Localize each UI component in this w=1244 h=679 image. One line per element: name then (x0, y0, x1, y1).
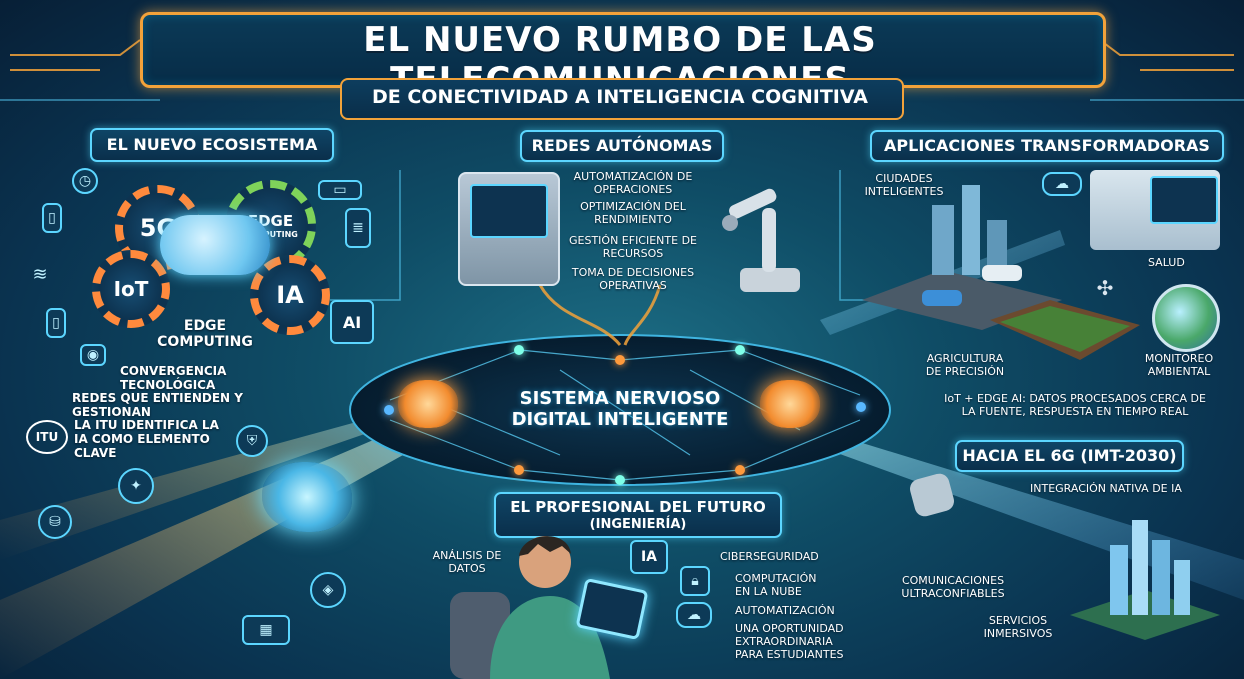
network-node (735, 465, 745, 475)
page-subtitle: DE CONECTIVIDAD A INTELIGENCIA COGNITIVA (372, 86, 868, 108)
professional-heading: EL PROFESIONAL DEL FUTURO (INGENIERÍA) (494, 492, 782, 538)
sixg-heading: HACIA EL 6G (IMT-2030) (955, 440, 1184, 472)
data-analysis-label: ANÁLISIS DE DATOS (432, 549, 502, 575)
skill-cloud: COMPUTACIÓN EN LA NUBE (735, 572, 817, 598)
agriculture-svg (990, 300, 1140, 360)
wifi-icon: ≋ (32, 263, 48, 285)
brain-icon-hub-right (760, 380, 820, 428)
ecosystem-heading: EL NUEVO ECOSISTEMA (90, 128, 334, 162)
gear-iot-label: IoT (113, 277, 149, 301)
itu-logo-text: ITU (35, 430, 59, 444)
ecosystem-heading-text: EL NUEVO ECOSISTEMA (106, 135, 318, 154)
autonomous-heading-text: REDES AUTÓNOMAS (531, 136, 713, 155)
control-panel-icon (458, 172, 560, 286)
phone-icon: ▯ (42, 203, 62, 233)
network-node (514, 465, 524, 475)
autonomous-item-1: OPTIMIZACIÓN DEL RENDIMIENTO (580, 200, 686, 226)
future-city-svg (1070, 520, 1220, 640)
networks-label: REDES QUE ENTIENDEN Y GESTIONAN (72, 391, 243, 419)
smart-cities-label: CIUDADES INTELIGENTES (864, 172, 944, 198)
database-icon: ⛁ (38, 505, 72, 539)
autonomous-heading: REDES AUTÓNOMAS (520, 130, 724, 162)
mobile-icon: ▯ (46, 308, 66, 338)
robot-arm-svg (722, 188, 800, 292)
cube-icon: ◈ (310, 572, 346, 608)
agriculture-label: AGRICULTURA DE PRECISIÓN (925, 352, 1005, 378)
hub-label: SISTEMA NERVIOSO DIGITAL INTELIGENTE (511, 388, 729, 430)
chip-board-icon: ▦ (242, 615, 290, 645)
robot-arm-icon (720, 168, 810, 298)
ia-icon-label: IA (640, 549, 658, 565)
skill-cybersecurity: CIBERSEGURIDAD (720, 550, 819, 563)
brain-icon-left (262, 462, 352, 532)
lock-icon: 🔒︎ (680, 566, 710, 596)
network-node (514, 345, 524, 355)
gear-ia: IA (250, 255, 330, 335)
health-illustration (1090, 170, 1220, 250)
network-node (615, 355, 625, 365)
iot-edge-label: IoT + EDGE AI: DATOS PROCESADOS CERCA DE… (944, 392, 1206, 418)
health-label: SALUD (1148, 256, 1185, 269)
autonomous-item-2: GESTIÓN EFICIENTE DE RECURSOS (568, 234, 697, 260)
network-node (384, 405, 394, 415)
sixg-item-0: INTEGRACIÓN NATIVA DE IA (1030, 482, 1182, 495)
monitoring-label: MONITOREO AMBIENTAL (1144, 352, 1214, 378)
opportunity-label: UNA OPORTUNIDAD EXTRAORDINARIA PARA ESTU… (735, 622, 844, 661)
drone-icon: ✣ (1096, 276, 1114, 300)
smartwatch-icon: ◷ (72, 168, 98, 194)
subtitle-banner (340, 78, 904, 120)
ai-chip-label: AI (342, 312, 362, 332)
professional-subheading-text: (INGENIERÍA) (589, 517, 687, 532)
itu-note: LA ITU IDENTIFICA LA IA COMO ELEMENTO CL… (74, 418, 219, 460)
camera-icon: ◉ (80, 344, 106, 366)
health-monitor (1150, 176, 1218, 224)
ia-icon: IA (630, 540, 668, 574)
ai-chip-icon: AI (330, 300, 374, 344)
convergence-label: CONVERGENCIA TECNOLÓGICA (120, 364, 227, 392)
autonomous-item-3: TOMA DE DECISIONES OPERATIVAS (571, 266, 695, 292)
gear-computing-label: COMPUTING (243, 230, 298, 239)
itu-logo: ITU (26, 420, 68, 454)
brain-icon-hub-left (398, 380, 458, 428)
sixg-item-2: SERVICIOS INMERSIVOS (983, 614, 1053, 640)
cloud-small-icon: ☁ (1042, 172, 1082, 196)
server-icon: ≣ (345, 208, 371, 248)
cloud-label: EDGE COMPUTING (157, 318, 253, 350)
autonomous-item-0: AUTOMATIZACIÓN DE OPERACIONES (573, 170, 693, 196)
environment-globe (1152, 284, 1220, 352)
control-screen (470, 184, 548, 238)
lightbulb-icon: ✦ (118, 468, 154, 504)
network-node (615, 475, 625, 485)
gear-iot: IoT (92, 250, 170, 328)
future-city-illustration (1070, 505, 1220, 645)
network-node (735, 345, 745, 355)
skill-automation: AUTOMATIZACIÓN (735, 604, 835, 617)
sixg-item-1: COMUNICACIONES ULTRACONFIABLES (901, 574, 1005, 600)
shield-icon: ⛨ (236, 425, 268, 457)
router-icon: ▭ (318, 180, 362, 200)
professional-heading-text: EL PROFESIONAL DEL FUTURO (510, 498, 766, 516)
network-node (856, 402, 866, 412)
cloud-icon (160, 215, 270, 275)
applications-heading: APLICACIONES TRANSFORMADORAS (870, 130, 1224, 162)
gear-ia-label: IA (276, 281, 304, 309)
applications-heading-text: APLICACIONES TRANSFORMADORAS (884, 136, 1210, 155)
sixg-heading-text: HACIA EL 6G (IMT-2030) (962, 446, 1177, 465)
cloud-outline-icon: ☁ (676, 602, 712, 628)
agriculture-illustration (990, 300, 1140, 360)
